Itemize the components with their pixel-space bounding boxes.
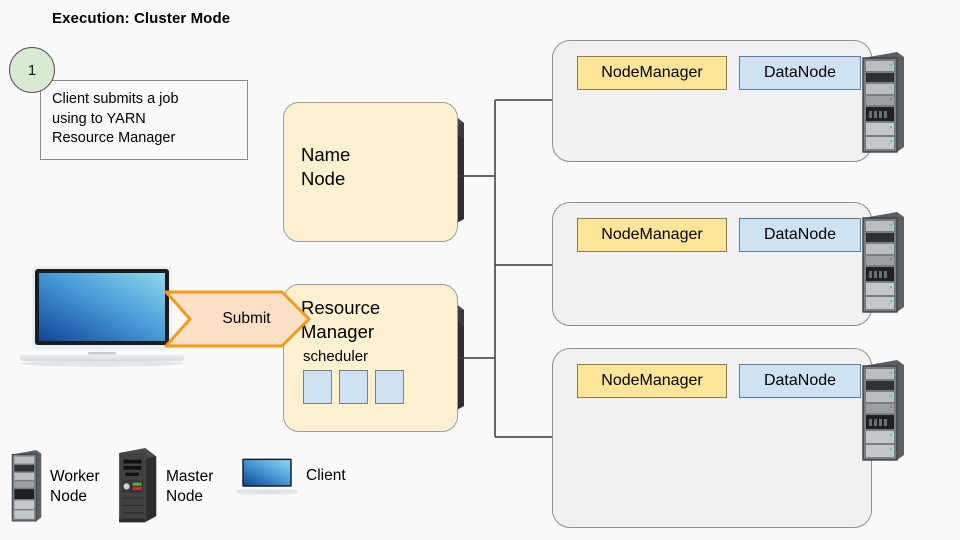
callout-box: Client submits a job using to YARN Resou… bbox=[40, 80, 248, 160]
submit-arrow-label: Submit bbox=[222, 310, 271, 327]
scheduler-slots bbox=[303, 370, 404, 404]
data-node-chip[interactable]: DataNode bbox=[739, 218, 861, 252]
submit-arrow[interactable]: Submit bbox=[164, 290, 311, 348]
worker-node-2[interactable]: NodeManager DataNode bbox=[552, 202, 872, 326]
scheduler-slot[interactable] bbox=[339, 370, 368, 404]
data-node-chip[interactable]: DataNode bbox=[739, 364, 861, 398]
worker-node-3[interactable]: NodeManager DataNode bbox=[552, 348, 872, 528]
master-node-name-node[interactable]: Name Node bbox=[283, 102, 458, 242]
laptop-icon bbox=[18, 264, 186, 368]
worker-node-1[interactable]: NodeManager DataNode bbox=[552, 40, 872, 162]
name-node-label: Name Node bbox=[301, 144, 351, 189]
legend-label-worker-node: Worker Node bbox=[50, 468, 100, 505]
legend-label-client: Client bbox=[306, 467, 346, 484]
rack-server-icon bbox=[857, 360, 905, 464]
legend-label-master-node: Master Node bbox=[166, 468, 214, 505]
legend-item-client: Client bbox=[236, 455, 346, 497]
step-number: 1 bbox=[27, 61, 37, 79]
scheduler-slot[interactable] bbox=[375, 370, 404, 404]
laptop-icon bbox=[236, 456, 298, 495]
node-manager-chip[interactable]: NodeManager bbox=[577, 56, 727, 90]
rack-server-icon bbox=[857, 52, 905, 156]
scheduler-slot[interactable] bbox=[303, 370, 332, 404]
rack-server-icon bbox=[857, 212, 905, 316]
node-manager-chip[interactable]: NodeManager bbox=[577, 218, 727, 252]
rack-server-icon bbox=[11, 450, 42, 522]
legend-item-worker-node: Worker Node bbox=[8, 450, 100, 524]
data-node-chip[interactable]: DataNode bbox=[739, 56, 861, 90]
resource-manager-label: Resource Manager bbox=[301, 297, 381, 342]
tower-server-icon bbox=[119, 448, 157, 523]
master-node-resource-manager[interactable]: Resource Manager scheduler bbox=[283, 284, 458, 432]
callout-text: Client submits a job using to YARN Resou… bbox=[52, 91, 179, 146]
legend-item-master-node: Master Node bbox=[110, 448, 213, 526]
page-title: Execution: Cluster Mode bbox=[52, 10, 231, 27]
node-manager-chip[interactable]: NodeManager bbox=[577, 364, 727, 398]
scheduler-label: scheduler bbox=[303, 348, 369, 365]
step-badge-1: 1 bbox=[9, 47, 55, 93]
